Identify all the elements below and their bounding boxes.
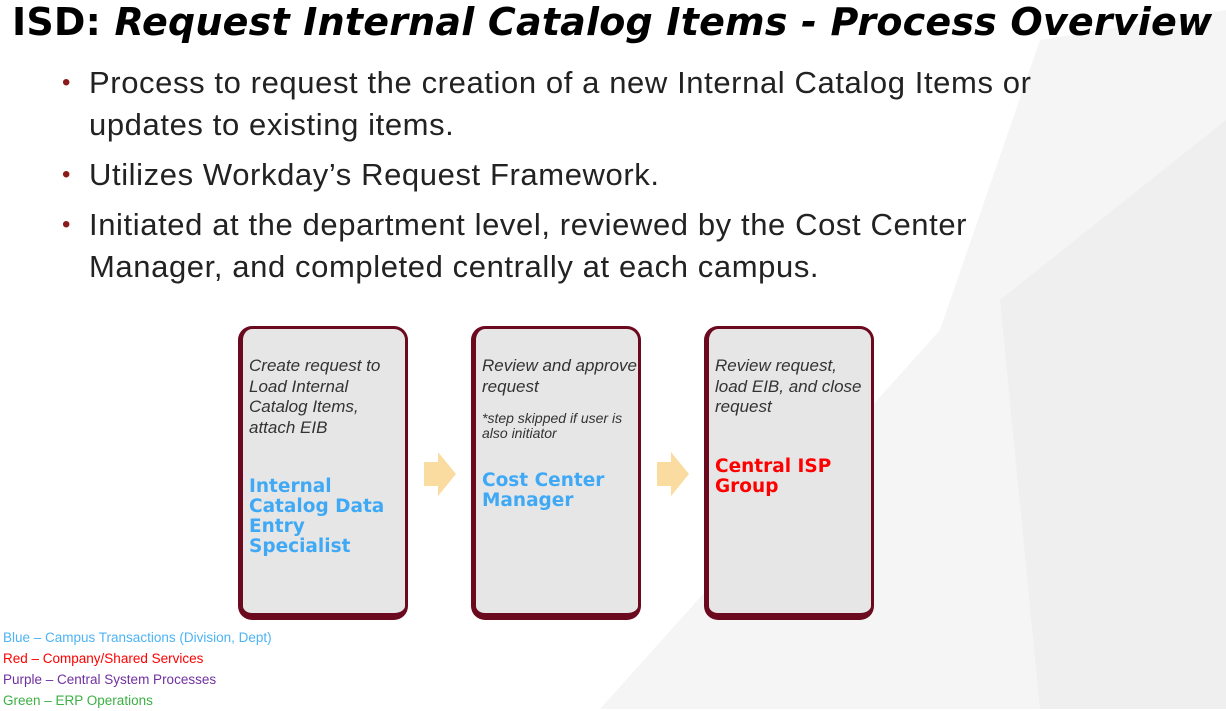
color-legend: Blue – Campus Transactions (Division, De… xyxy=(3,627,272,711)
step-description-text: Review and approve request xyxy=(482,356,637,396)
bullet-item: Utilizes Workday’s Request Framework. xyxy=(62,154,1062,196)
process-step-2: Review and approve request *step skipped … xyxy=(471,326,641,620)
bullet-item: Initiated at the department level, revie… xyxy=(62,204,1062,288)
process-step-1: Create request to Load Internal Catalog … xyxy=(238,326,408,620)
legend-red: Red – Company/Shared Services xyxy=(3,651,204,666)
step-description: Create request to Load Internal Catalog … xyxy=(249,356,381,437)
title-main: Request Internal Catalog Items - Process… xyxy=(114,0,1213,44)
title-prefix: ISD: xyxy=(12,0,115,44)
legend-green: Green – ERP Operations xyxy=(3,693,153,708)
legend-purple: Purple – Central System Processes xyxy=(3,672,217,687)
bullet-list: Process to request the creation of a new… xyxy=(62,62,1062,296)
legend-blue: Blue – Campus Transactions (Division, De… xyxy=(3,630,272,645)
step-note: *step skipped if user is also initiator xyxy=(482,410,623,441)
step-description: Review request, load EIB, and close requ… xyxy=(715,356,862,416)
process-step-3: Review request, load EIB, and close requ… xyxy=(704,326,874,620)
bullet-item: Process to request the creation of a new… xyxy=(62,62,1062,146)
step-role: Cost Center Manager xyxy=(482,470,605,511)
step-role: Internal Catalog Data Entry Specialist xyxy=(249,476,385,557)
page-title: ISD: Request Internal Catalog Items - Pr… xyxy=(12,0,1212,44)
step-description: Review and approve request *step skipped … xyxy=(482,356,638,441)
arrow-right-icon xyxy=(657,452,689,496)
step-role: Central ISP Group xyxy=(715,456,832,497)
arrow-right-icon xyxy=(424,452,456,496)
